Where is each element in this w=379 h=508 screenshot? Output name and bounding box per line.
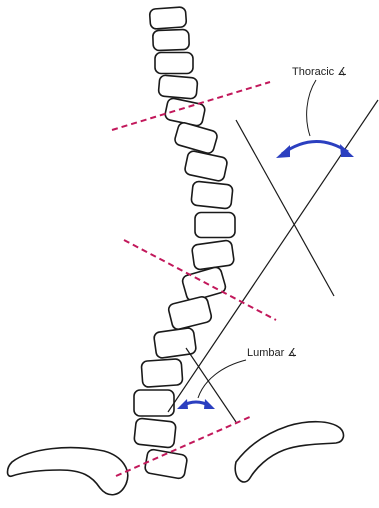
vertebra: [184, 150, 228, 182]
vertebra: [167, 296, 212, 331]
vertebra: [149, 7, 186, 29]
lumbar-perpendicular: [186, 348, 236, 422]
vertebra: [134, 390, 174, 416]
thoracic-perpendicular-upper: [236, 120, 334, 296]
vertebra: [191, 240, 234, 270]
vertebra: [134, 418, 176, 448]
vertebra: [141, 359, 183, 388]
thoracic-label-leader: [307, 80, 316, 136]
thoracic-angle-label: Thoracic ∡: [292, 66, 347, 78]
thoracic-angle-arc: [282, 141, 348, 154]
right-pelvis: [235, 422, 343, 482]
vertebra: [153, 29, 190, 50]
vertebra: [158, 75, 198, 99]
vertebra: [155, 53, 193, 74]
lumbar-label-leader: [198, 360, 246, 398]
lumbar-arc-arrow-left: [177, 399, 188, 409]
vertebra: [191, 181, 233, 209]
lumbar-arc-arrow-right: [204, 399, 215, 409]
lumbar-angle-label: Lumbar ∡: [247, 347, 297, 359]
vertebra: [174, 121, 219, 154]
thoracic-arc-arrow-left: [276, 145, 290, 158]
vertebra: [195, 213, 235, 238]
left-pelvis: [8, 448, 128, 495]
